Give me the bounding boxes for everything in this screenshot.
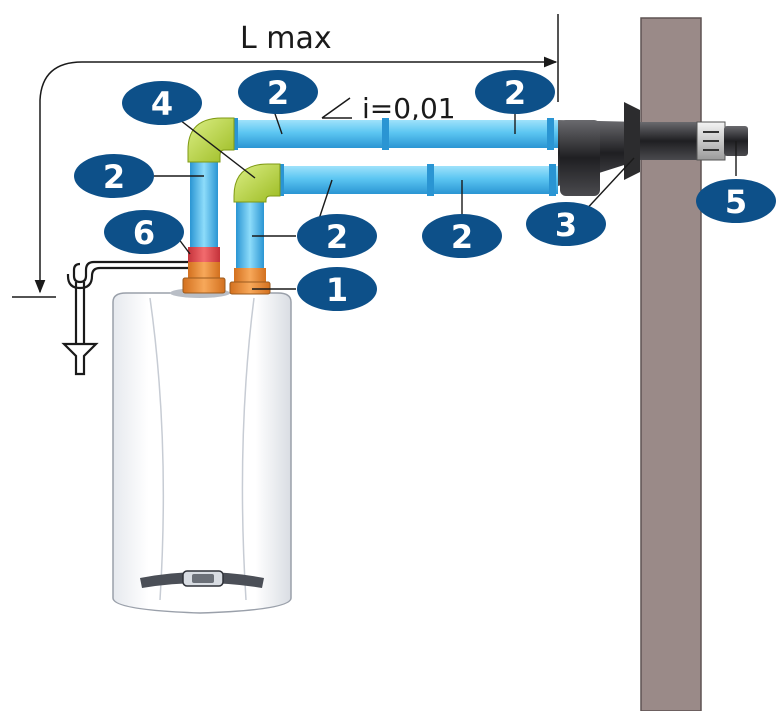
wall	[640, 17, 702, 711]
coaxial-terminal	[558, 102, 748, 196]
callout-1: 1	[297, 267, 377, 311]
adapter-red	[188, 247, 220, 262]
callout-6-label: 6	[133, 214, 155, 252]
callout-2e-label: 2	[451, 218, 473, 256]
callout-2a: 2	[238, 70, 318, 114]
callout-3: 3	[526, 202, 606, 246]
boiler	[112, 288, 292, 614]
vertical-pipe-right	[236, 196, 264, 268]
wall-plate	[624, 102, 640, 180]
callout-1-label: 1	[326, 271, 348, 309]
adapter-orange-left	[188, 262, 220, 278]
callout-4: 4	[122, 81, 202, 125]
slope-annotation: i=0,01	[321, 92, 456, 125]
callout-6: 6	[104, 210, 184, 254]
dimension-line: L max	[12, 14, 559, 298]
horizontal-pipe-lower	[270, 164, 558, 196]
callout-3-label: 3	[555, 206, 577, 244]
adapter-orange-right	[234, 268, 266, 282]
callout-4-label: 4	[151, 85, 173, 123]
callout-5-label: 5	[725, 183, 747, 221]
callout-2b-label: 2	[504, 74, 526, 112]
callout-2c: 2	[74, 154, 154, 198]
horizontal-pipe-upper	[222, 118, 558, 150]
callout-2c-label: 2	[103, 158, 125, 196]
callout-2d-label: 2	[326, 218, 348, 256]
callout-2a-label: 2	[267, 74, 289, 112]
collar-right	[229, 281, 271, 295]
collar-left	[182, 277, 226, 294]
elbow-lower	[233, 163, 281, 203]
callout-2b: 2	[475, 70, 555, 114]
callout-2d: 2	[297, 214, 377, 258]
dimension-label: L max	[240, 21, 332, 56]
slope-label: i=0,01	[362, 92, 456, 125]
callout-2e: 2	[422, 214, 502, 258]
callout-5: 5	[696, 179, 776, 223]
elbow-upper	[187, 117, 235, 163]
vertical-pipe-left	[190, 155, 218, 247]
